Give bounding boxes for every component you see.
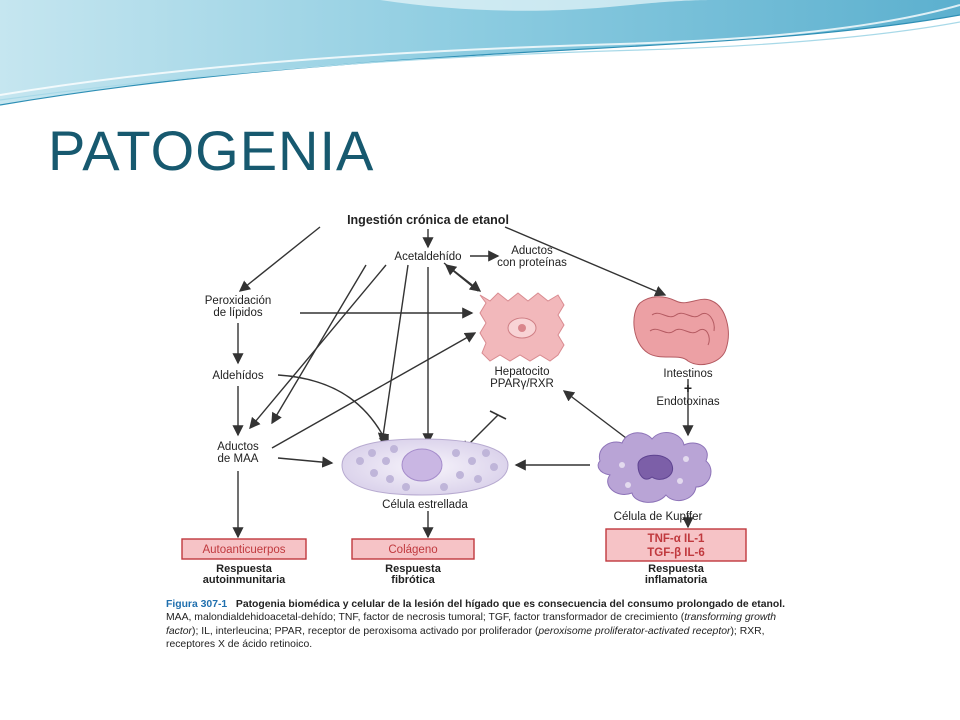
hepatocito-label-2: PPARγ/RXR xyxy=(490,378,554,390)
caption-text-a: MAA, malondialdehidoacetal-dehído; TNF, … xyxy=(166,612,685,624)
respuesta-auto-label-1: Respuesta xyxy=(216,563,273,575)
celula-kupffer-label: Célula de Kupffer xyxy=(614,511,703,523)
hepatocyte-cell xyxy=(479,292,565,362)
aductos-maa-label-2: de MAA xyxy=(218,453,259,465)
autoanticuerpos-box xyxy=(181,538,307,560)
figure-label: Figura 307-1 xyxy=(166,599,228,610)
kupffer-cell xyxy=(597,431,712,503)
caption-text-b: ); IL, interleucina; PPAR, receptor de p… xyxy=(192,625,539,637)
aductos-maa-label-1: Aductos xyxy=(217,441,259,453)
header-wave-decoration xyxy=(0,0,960,106)
stellate-cell xyxy=(341,438,509,496)
aductos-proteinas-label-1: Aductos xyxy=(511,245,553,257)
celula-estrellada-label: Célula estrellada xyxy=(382,499,468,511)
plus-sign: + xyxy=(684,380,692,396)
inhibition-bar xyxy=(489,410,507,420)
peroxidacion-label-2: de lípidos xyxy=(213,307,262,319)
diagram-arrows xyxy=(232,226,694,539)
colageno-box xyxy=(351,538,475,560)
autoanticuerpos-text: Autoanticuerpos xyxy=(202,544,285,556)
caption-italic-a: transforming growth factor xyxy=(166,612,777,637)
ingestion-label: Ingestión crónica de etanol xyxy=(347,213,509,227)
respuesta-fib-label-1: Respuesta xyxy=(385,563,442,575)
respuesta-inf-label-2: inflamatoria xyxy=(645,574,708,586)
peroxidacion-label-1: Peroxidación xyxy=(205,295,271,307)
intestinos-label: Intestinos xyxy=(663,368,712,380)
colageno-text: Colágeno xyxy=(388,544,437,556)
caption-italic-b: peroxisome proliferator-activated recept… xyxy=(538,625,731,637)
figure-caption: Figura 307-1 Patogenia biomédica y celul… xyxy=(166,598,786,652)
respuesta-auto-label-2: autoinmunitaria xyxy=(203,574,286,586)
aldehidos-label: Aldehídos xyxy=(212,370,263,382)
respuesta-fib-label-2: fibrótica xyxy=(391,574,435,586)
caption-text-c: ); RXR, receptores X de ácido retinoico. xyxy=(166,625,765,651)
slide-title: PATOGENIA xyxy=(48,119,375,182)
cytokines-text-2: TGF-β IL-6 xyxy=(647,547,704,559)
pathogenesis-diagram: Ingestión crónica de etanol Acetaldehído… xyxy=(181,213,747,586)
endotoxinas-label: Endotoxinas xyxy=(656,396,720,408)
cytokines-box xyxy=(605,528,747,562)
hepatocito-label-1: Hepatocito xyxy=(495,366,550,378)
cytokines-text-1: TNF-α IL-1 xyxy=(648,533,705,545)
respuesta-inf-label-1: Respuesta xyxy=(648,563,705,575)
acetaldehido-label: Acetaldehído xyxy=(394,251,461,263)
caption-bold-text: Patogenia biomédica y celular de la lesi… xyxy=(235,599,785,610)
aductos-proteinas-label-2: con proteínas xyxy=(497,257,567,269)
intestines-illustration xyxy=(633,296,729,365)
